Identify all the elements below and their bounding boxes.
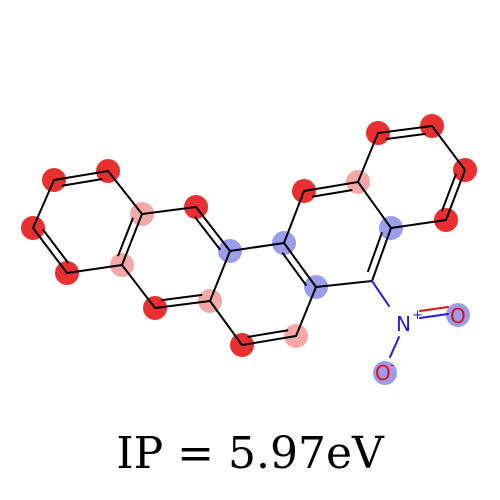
bond-N-O1-half-n bbox=[419, 313, 449, 319]
bond-c2-c3 bbox=[295, 286, 317, 337]
atom-highlight-O1 bbox=[446, 303, 470, 327]
bond-inner-c3-c4 bbox=[281, 252, 307, 286]
ionization-potential-caption: IP = 5.97eV bbox=[116, 428, 384, 479]
bond-e4-d3 bbox=[390, 219, 447, 229]
bond-c3-c4 bbox=[283, 242, 317, 288]
bond-a5-a6 bbox=[32, 227, 68, 274]
bond-N-O2 bbox=[389, 336, 400, 358]
bond-N-O1-upper bbox=[419, 306, 449, 312]
bond-e2-e3 bbox=[431, 125, 466, 171]
bond-b1-b2 bbox=[195, 206, 231, 252]
bond-inner-c1-c2 bbox=[247, 329, 289, 338]
bond-d4-c3 bbox=[315, 280, 373, 288]
bond-b2-b3 bbox=[209, 250, 231, 302]
atom-labels: N + O O - bbox=[375, 304, 466, 385]
bond-b4-a4 bbox=[121, 264, 156, 309]
bond-c4-d1 bbox=[283, 190, 305, 244]
bond-a2-a3 bbox=[107, 170, 143, 215]
molecular-bonds bbox=[32, 125, 466, 358]
bond-inner-b1-b2 bbox=[194, 216, 221, 251]
bond-d1-d2 bbox=[303, 181, 359, 192]
bond-a3-a4 bbox=[121, 213, 143, 266]
oxygen-single-atom-label: O bbox=[375, 361, 391, 385]
bond-e1-e2 bbox=[377, 125, 433, 134]
bond-b3-c1 bbox=[209, 300, 243, 346]
bond-inner-b3-b4 bbox=[160, 294, 203, 302]
bond-d2-e1 bbox=[357, 132, 379, 183]
nitrogen-atom-label: N bbox=[396, 312, 411, 336]
nitrogen-charge-label: + bbox=[412, 308, 423, 323]
bond-d4-N bbox=[371, 280, 390, 307]
bond-inner-d1-d2 bbox=[311, 189, 353, 198]
bond-a3-b1 bbox=[141, 206, 197, 215]
bond-e3-e4 bbox=[445, 169, 466, 221]
bond-inner-e3-e4 bbox=[441, 173, 457, 212]
bond-d2-d3 bbox=[357, 181, 392, 229]
bond-b3-b4 bbox=[154, 300, 211, 309]
oxygen-charge-label: - bbox=[390, 358, 395, 373]
bond-inner-d3-d4 bbox=[367, 232, 383, 273]
bond-c4-b2 bbox=[229, 242, 285, 252]
bond-inner-a5-a6 bbox=[42, 229, 69, 264]
bond-inner-a1-a2 bbox=[61, 178, 103, 187]
atom-highlight-O2 bbox=[373, 361, 397, 385]
nitrogen-label-bg bbox=[392, 306, 418, 334]
bond-d3-d4 bbox=[371, 227, 392, 282]
bond-c1-c2 bbox=[241, 335, 297, 346]
bond-a4-a5 bbox=[66, 264, 123, 274]
bond-a1-a2 bbox=[53, 170, 109, 181]
bond-inner-a3-a4 bbox=[117, 217, 134, 257]
oxygen-double-atom-label: O bbox=[450, 304, 466, 328]
bond-inner-e1-e2 bbox=[385, 132, 427, 140]
bond-a6-a1 bbox=[32, 179, 55, 229]
